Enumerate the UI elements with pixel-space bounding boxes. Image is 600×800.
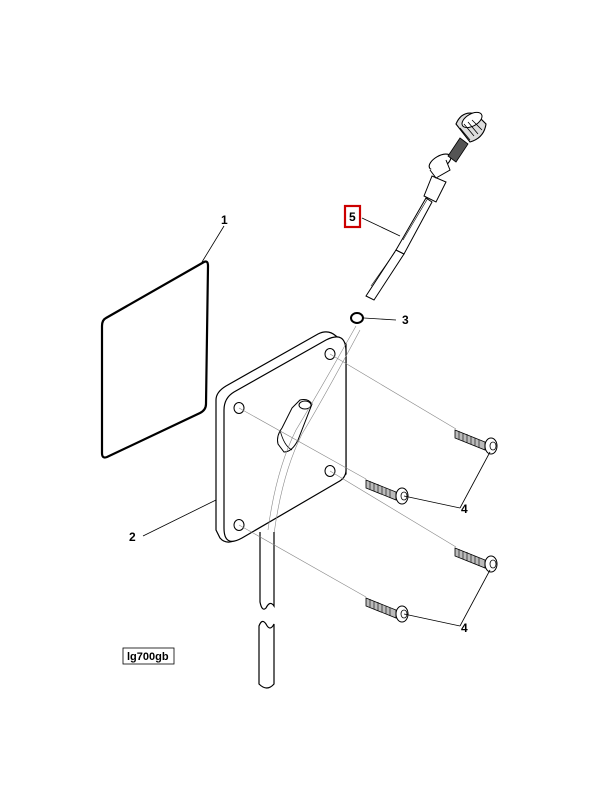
dipstick-tube	[258, 532, 275, 689]
bolt	[454, 547, 498, 573]
callout-plate: 2	[129, 530, 136, 544]
bolt	[454, 429, 498, 455]
gasket	[100, 260, 210, 459]
callout-gasket: 1	[221, 213, 228, 227]
reference-code-box: lg700gb	[122, 647, 175, 665]
callout-bolts-lower: 4	[461, 621, 468, 635]
bolt	[365, 597, 409, 623]
dipstick	[365, 111, 487, 301]
callout-bolts-upper: 4	[461, 502, 468, 516]
guide-tube-path	[267, 325, 361, 535]
o-ring	[350, 312, 364, 324]
cover-plate	[215, 331, 347, 543]
callout-dipstick: 5	[349, 210, 356, 224]
bolt-axis-lines	[238, 353, 457, 598]
bolt	[365, 479, 409, 505]
dipstick-knob	[455, 111, 487, 143]
callout-oring: 3	[402, 313, 409, 327]
reference-code: lg700gb	[127, 651, 169, 663]
callout-dipstick-highlight: 5	[343, 204, 362, 229]
leader-lines	[142, 217, 491, 627]
